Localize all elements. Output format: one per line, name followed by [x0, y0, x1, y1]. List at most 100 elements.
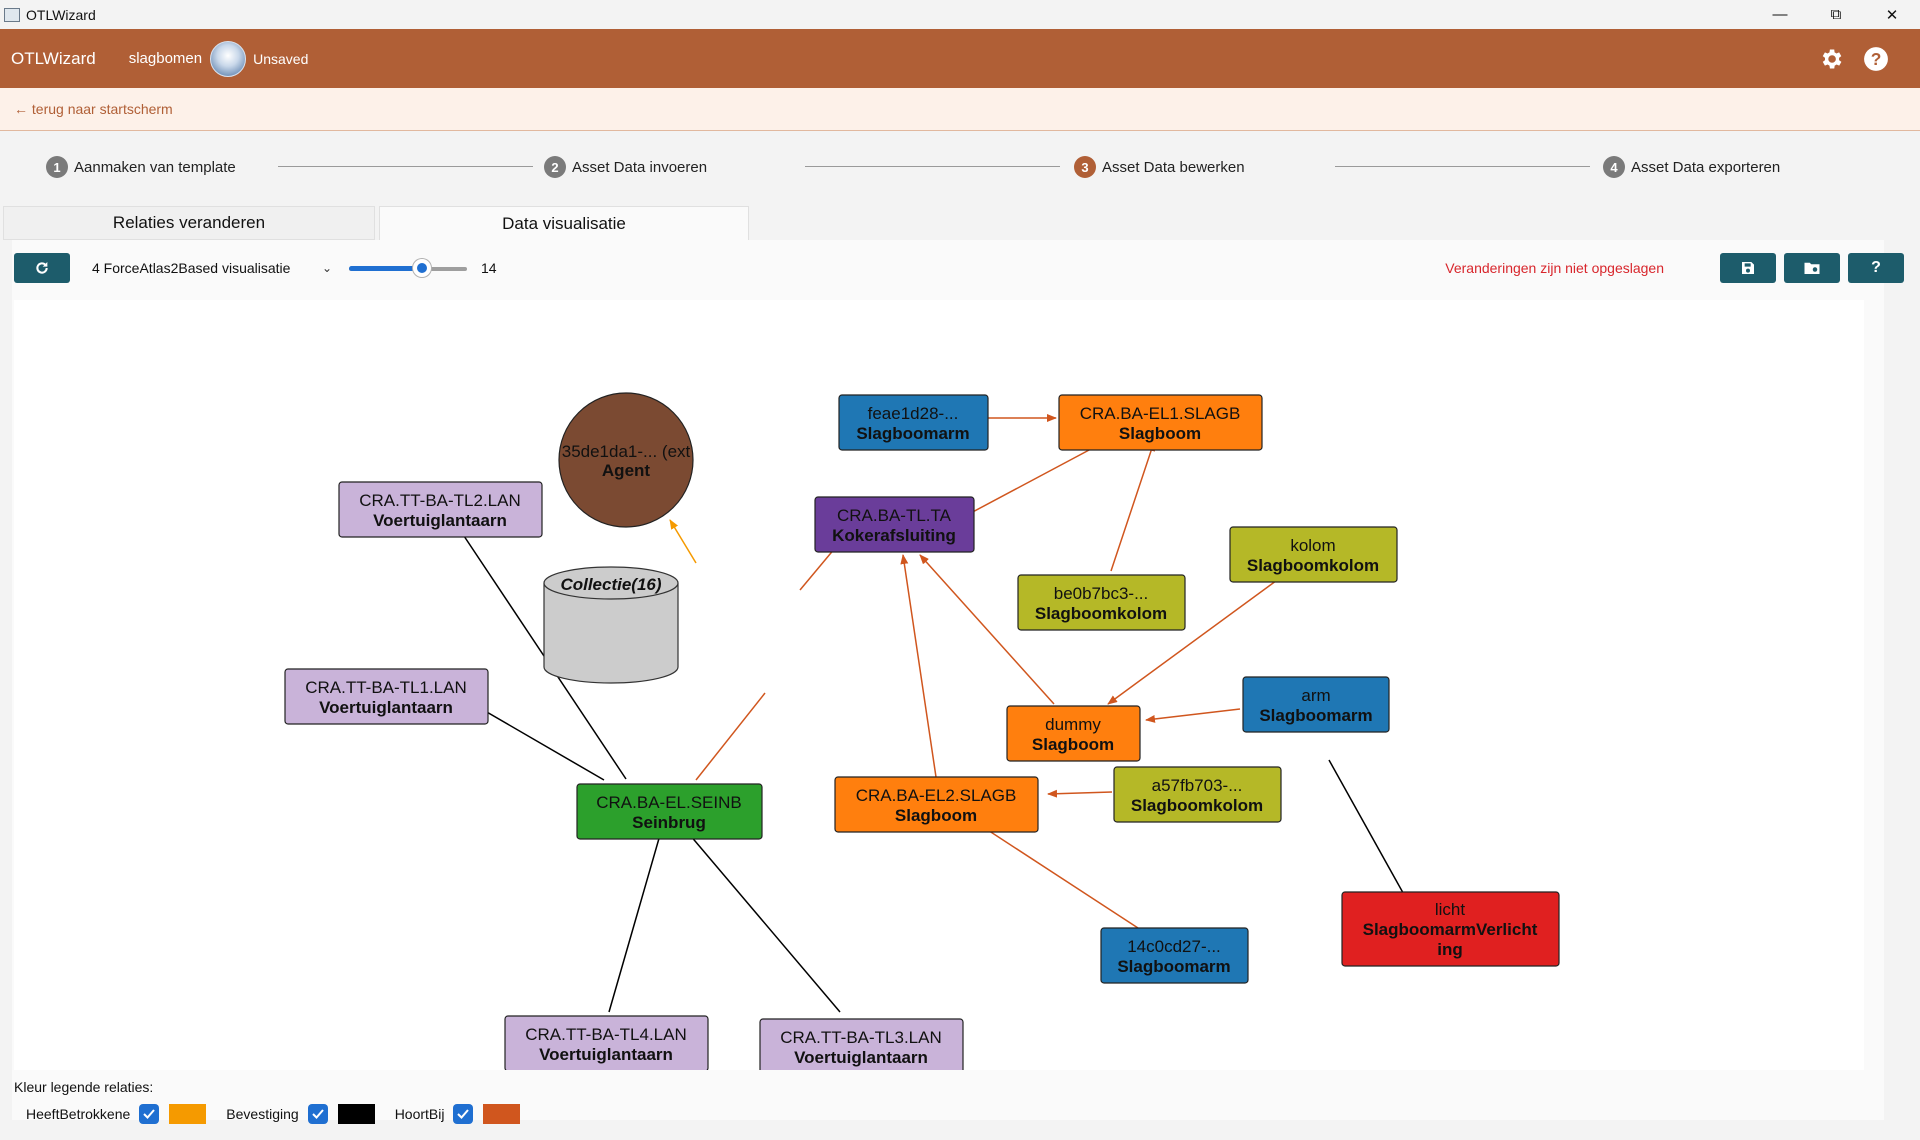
tab-data-visualisatie[interactable]: Data visualisatie: [379, 206, 749, 240]
node-be0b[interactable]: be0b7bc3-... Slagboomkolom: [1017, 574, 1186, 631]
node-label: be0b7bc3-...: [1054, 584, 1149, 603]
node-label: CRA.TT-BA-TL1.LAN: [305, 678, 467, 697]
node-shape: [814, 496, 975, 553]
step-connector: [1335, 166, 1590, 167]
node-14c0[interactable]: 14c0cd27-... Slagboomarm: [1100, 927, 1249, 984]
legend-item-bevestiging: Bevestiging: [226, 1104, 375, 1124]
save-button[interactable]: [1720, 253, 1776, 283]
edge: [1047, 789, 1113, 798]
node-el2[interactable]: CRA.BA-EL2.SLAGB Slagboom: [834, 776, 1039, 833]
node-type: Slagboom: [1119, 424, 1201, 443]
help-icon[interactable]: ?: [1863, 46, 1889, 72]
node-label: CRA.BA-EL.SEINB: [596, 793, 742, 812]
svg-text:?: ?: [1871, 49, 1882, 69]
step-2[interactable]: 2 Asset Data invoeren: [544, 156, 707, 178]
node-label: Collectie(16): [560, 575, 661, 594]
legend-checkbox[interactable]: [139, 1104, 160, 1124]
edge: [608, 827, 663, 1013]
step-connector: [278, 166, 533, 167]
node-el1[interactable]: CRA.BA-EL1.SLAGB Slagboom: [1058, 394, 1263, 451]
app-icon: [4, 7, 20, 22]
back-to-start-link[interactable]: ← terug naar startscherm: [14, 101, 173, 117]
edge: [683, 827, 841, 1013]
node-a57f[interactable]: a57fb703-... Slagboomkolom: [1113, 766, 1282, 823]
node-type: Slagboomkolom: [1131, 796, 1263, 815]
slider-value: 14: [481, 260, 497, 276]
node-dummy[interactable]: dummy Slagboom: [1006, 705, 1141, 762]
node-shape: [284, 668, 489, 725]
node-label: arm: [1301, 686, 1330, 705]
node-tl4[interactable]: CRA.TT-BA-TL4.LAN Voertuiglantaarn: [504, 1015, 709, 1070]
legend-checkbox[interactable]: [307, 1104, 328, 1124]
edge: [919, 554, 1055, 705]
gear-icon[interactable]: [1818, 46, 1844, 72]
node-tl2[interactable]: CRA.TT-BA-TL2.LAN Voertuiglantaarn: [338, 481, 543, 538]
node-type: SlagboomarmVerlicht: [1363, 920, 1538, 939]
node-type: Slagboom: [895, 806, 977, 825]
brand-label: OTLWizard: [11, 48, 96, 68]
legend-checkbox[interactable]: [453, 1104, 474, 1124]
help-button[interactable]: ?: [1848, 253, 1904, 283]
open-folder-button[interactable]: [1784, 253, 1840, 283]
node-label: dummy: [1045, 715, 1101, 734]
edge: [976, 822, 1139, 929]
node-type: Slagboom: [1032, 735, 1114, 754]
layout-slider[interactable]: [337, 254, 482, 282]
slider-thumb[interactable]: [413, 259, 432, 277]
node-agent[interactable]: 35de1da1-... (ext Agent: [558, 392, 694, 528]
node-label: a57fb703-...: [1152, 776, 1243, 795]
node-label: CRA.BA-EL1.SLAGB: [1080, 404, 1241, 423]
node-arm[interactable]: arm Slagboomarm: [1242, 676, 1390, 733]
node-shape: [543, 583, 679, 684]
legend-swatch[interactable]: [483, 1104, 521, 1124]
node-shape: [1242, 676, 1390, 733]
legend-item-hoortbij: HoortBij: [395, 1104, 521, 1124]
step-number: 4: [1603, 156, 1625, 178]
avatar[interactable]: [210, 40, 247, 77]
node-collectie[interactable]: Collectie(16): [543, 566, 679, 684]
slider-fill: [349, 266, 423, 271]
node-label: kolom: [1290, 536, 1335, 555]
relation-graph: 35de1da1-... (ext Agent Collectie(16) CR…: [284, 392, 1560, 1070]
node-kokerafsluiting[interactable]: CRA.BA-TL.TA Kokerafsluiting: [814, 496, 975, 553]
step-3[interactable]: 3 Asset Data bewerken: [1074, 156, 1245, 178]
save-status: Unsaved: [253, 50, 309, 67]
node-seinb[interactable]: CRA.BA-EL.SEINB Seinbrug: [576, 783, 763, 840]
tab-relaties-veranderen[interactable]: Relaties veranderen: [3, 206, 375, 240]
relation-legend: HeeftBetrokkene Bevestiging HoortBij: [26, 1104, 540, 1124]
edge: [669, 519, 697, 564]
step-label: Asset Data exporteren: [1631, 158, 1781, 176]
node-tl1[interactable]: CRA.TT-BA-TL1.LAN Voertuiglantaarn: [284, 668, 489, 725]
node-shape: [1006, 705, 1141, 762]
step-connector: [805, 166, 1060, 167]
node-shape: [558, 392, 694, 528]
node-kolom[interactable]: kolom Slagboomkolom: [1229, 526, 1398, 583]
node-label: CRA.BA-TL.TA: [837, 506, 952, 525]
node-shape: [838, 394, 989, 451]
restore-button[interactable]: ⧉: [1830, 6, 1842, 23]
node-licht[interactable]: licht SlagboomarmVerlicht ing: [1341, 891, 1560, 967]
node-tl3[interactable]: CRA.TT-BA-TL3.LAN Voertuiglantaarn: [759, 1018, 964, 1070]
legend-swatch[interactable]: [169, 1104, 207, 1124]
edge: [1110, 441, 1155, 572]
minimize-button[interactable]: —: [1772, 6, 1788, 23]
node-type: Slagboomarm: [1259, 706, 1372, 725]
node-type: Kokerafsluiting: [832, 526, 956, 545]
step-label: Aanmaken van template: [74, 158, 236, 176]
legend-swatch[interactable]: [337, 1104, 375, 1124]
layout-select[interactable]: 4 ForceAtlas2Based visualisatie ⌄: [80, 254, 340, 282]
node-shape: [759, 1018, 964, 1070]
close-button[interactable]: ✕: [1885, 6, 1899, 24]
tab-bar: Relaties veranderen Data visualisatie: [0, 203, 1920, 240]
question-icon: ?: [1871, 259, 1881, 276]
app-header: OTLWizard slagbomen Unsaved ?: [0, 29, 1920, 88]
node-label: CRA.TT-BA-TL3.LAN: [780, 1028, 942, 1047]
step-4[interactable]: 4 Asset Data exporteren: [1603, 156, 1780, 178]
layout-select-value: 4 ForceAtlas2Based visualisatie: [92, 260, 291, 276]
node-feae[interactable]: feae1d28-... Slagboomarm: [838, 394, 989, 451]
refresh-icon: [36, 262, 48, 274]
graph-canvas[interactable]: 35de1da1-... (ext Agent Collectie(16) CR…: [14, 300, 1864, 1070]
refresh-button[interactable]: [14, 253, 70, 283]
title-bar: OTLWizard — ⧉ ✕: [0, 0, 1920, 29]
step-1[interactable]: 1 Aanmaken van template: [46, 156, 236, 178]
